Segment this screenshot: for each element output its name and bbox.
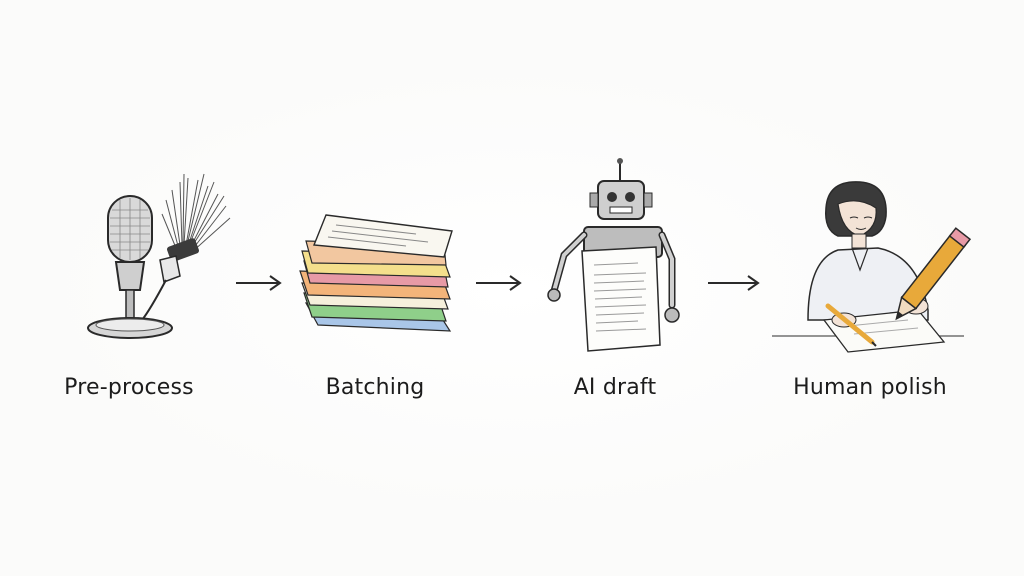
person-writing-with-pencil-icon — [772, 181, 972, 353]
microphone-with-filter-brush-icon — [87, 173, 231, 339]
stage-human-polish — [768, 170, 972, 360]
stage-ai-draft — [538, 155, 688, 355]
arrow-right-icon — [234, 272, 284, 292]
robot-holding-document-icon — [547, 158, 680, 352]
arrow-right-icon — [474, 272, 524, 292]
stage-pre-process — [80, 160, 260, 360]
step-label-pre-process: Pre-process — [64, 375, 194, 400]
step-label-human-polish: Human polish — [793, 375, 947, 400]
step-label-batching: Batching — [325, 375, 425, 400]
arrow-right-icon — [706, 272, 762, 292]
stage-batching — [296, 205, 466, 345]
stack-of-papers-icon — [299, 214, 453, 332]
step-label-ai-draft: AI draft — [573, 375, 657, 400]
